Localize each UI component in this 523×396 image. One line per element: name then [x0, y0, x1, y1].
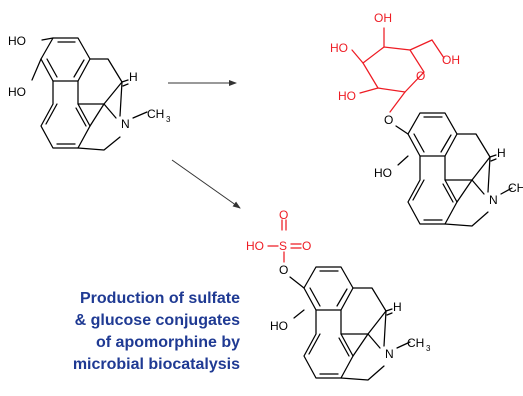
methyl-label-truncated: CH [508, 181, 523, 195]
hydroxyl-label: HO [8, 85, 26, 99]
hydroxyl-label: HO [270, 319, 288, 333]
sulfonyl-oxygen-label: O [279, 208, 288, 222]
glucoside-structure: OH HO HO OH O O HO N H CH [330, 11, 523, 227]
caption-line: Production of sulfate [80, 290, 240, 307]
hydroxyl-label: HO [374, 166, 392, 180]
hydrogen-label: H [497, 146, 506, 160]
reaction-arrow-sulfate [171, 159, 241, 209]
hydroxyl-label: HO [8, 34, 26, 48]
methyl-subscript: 3 [426, 344, 431, 353]
hydroxyl-label: HO [338, 89, 356, 103]
caption-line: microbial biocatalysis [72, 356, 240, 373]
apomorphine-structure: HO HO N H CH 3 [8, 34, 171, 151]
nitrogen-label: N [489, 193, 498, 207]
methyl-subscript: 3 [166, 115, 171, 124]
hydroxyl-label: OH [374, 11, 392, 25]
hydrogen-label: H [129, 70, 138, 84]
sulfate-structure: O HO S O O HO N H CH 3 [246, 208, 431, 381]
ether-oxygen-label: O [279, 263, 288, 277]
hydroxyl-label: HO [330, 41, 348, 55]
caption-line: & glucose conjugates [74, 312, 240, 329]
ring-oxygen-label: O [416, 69, 425, 83]
figure-caption: Production of sulfate & glucose conjugat… [30, 288, 240, 376]
hydroxyl-label: OH [442, 53, 460, 67]
hydrogen-label: H [393, 300, 402, 314]
sulfate-hydroxyl-label: HO [246, 239, 264, 253]
caption-line: of apomorphine by [96, 334, 240, 351]
methyl-label: CH [407, 336, 424, 350]
nitrogen-label: N [121, 117, 130, 131]
ether-oxygen-label: O [384, 113, 393, 127]
sulfonyl-oxygen-label: O [302, 239, 311, 253]
methyl-label: CH [147, 107, 164, 121]
nitrogen-label: N [385, 347, 394, 361]
sulfur-label: S [279, 239, 287, 253]
